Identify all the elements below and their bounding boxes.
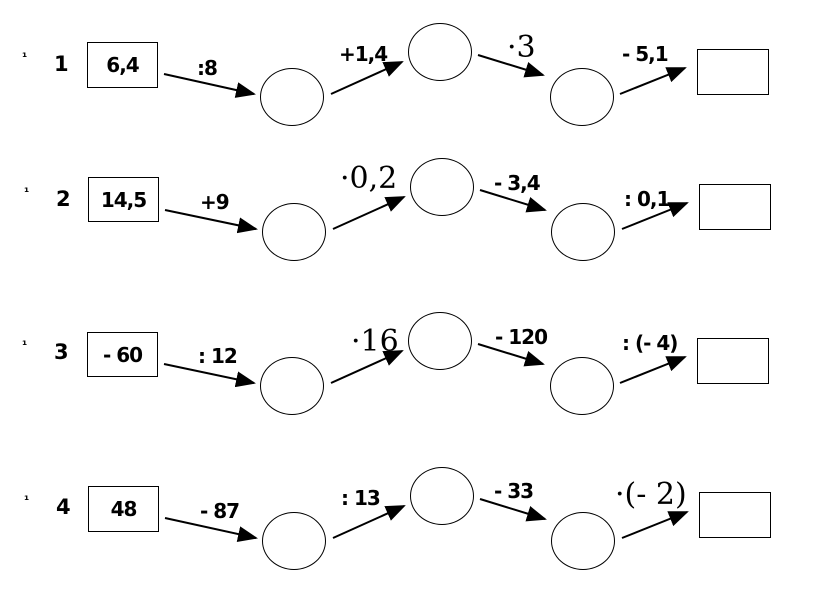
intermediate-circle-2[interactable] <box>408 23 472 81</box>
arrow-1 <box>164 209 258 234</box>
exercise-number: 3 <box>54 340 69 364</box>
bullet-marker: ¹ <box>24 185 30 199</box>
intermediate-circle-1[interactable] <box>262 203 326 261</box>
chain-4: ¹ 4 48 - 87 : 13 - 33 ·(- 2) <box>0 465 816 585</box>
intermediate-circle-3[interactable] <box>551 512 615 570</box>
arrow-2 <box>332 505 406 539</box>
start-value-box: 6,4 <box>87 42 158 88</box>
arrow-4 <box>621 511 689 539</box>
exercise-number: 4 <box>56 495 71 519</box>
exercise-number: 2 <box>56 187 71 211</box>
intermediate-circle-3[interactable] <box>550 357 614 415</box>
intermediate-circle-1[interactable] <box>260 68 324 126</box>
arrows <box>163 343 687 388</box>
arrow-1 <box>164 517 258 542</box>
exercise-number: 1 <box>54 52 69 76</box>
arrow-4 <box>621 202 689 230</box>
intermediate-circle-2[interactable] <box>410 467 474 525</box>
arrow-3 <box>477 343 545 367</box>
operation-label-4: : 0,1 <box>624 187 670 211</box>
operation-label-2: +1,4 <box>339 42 388 66</box>
arrow-3 <box>479 189 547 213</box>
arrows <box>164 189 689 234</box>
arrow-3 <box>477 54 545 78</box>
start-value-box: 14,5 <box>88 177 159 222</box>
operation-label-1: - 87 <box>200 499 240 523</box>
result-box[interactable] <box>699 492 771 538</box>
arrow-2 <box>332 196 406 230</box>
result-box[interactable] <box>697 49 769 95</box>
bullet-marker: ¹ <box>24 493 30 507</box>
start-value-box: 48 <box>88 486 159 532</box>
intermediate-circle-2[interactable] <box>408 312 472 370</box>
arrow-1 <box>163 363 256 388</box>
operation-label-2: ·0,2 <box>340 161 398 196</box>
operation-label-2: ·16 <box>351 324 399 359</box>
operation-label-4: - 5,1 <box>622 42 669 66</box>
arrows <box>164 498 689 542</box>
result-box[interactable] <box>699 184 771 230</box>
arrow-2 <box>330 350 404 384</box>
arrow-2 <box>330 61 404 95</box>
operation-label-3: - 33 <box>494 479 534 503</box>
operation-label-1: :8 <box>197 56 218 80</box>
intermediate-circle-3[interactable] <box>550 68 614 126</box>
intermediate-circle-1[interactable] <box>260 357 324 415</box>
operation-label-3: ·3 <box>507 30 536 65</box>
arrow-1 <box>163 73 256 98</box>
arrow-4 <box>619 67 687 95</box>
operation-label-3: - 3,4 <box>494 171 541 195</box>
intermediate-circle-3[interactable] <box>551 203 615 261</box>
operation-label-1: +9 <box>200 190 230 214</box>
start-value-box: - 60 <box>87 332 158 377</box>
bullet-marker: ¹ <box>22 338 28 352</box>
arrow-3 <box>479 498 547 522</box>
arrows <box>163 54 687 98</box>
chain-3: ¹ 3 - 60 : 12 ·16 - 120 : (- 4) <box>0 310 816 430</box>
operation-label-4: ·(- 2) <box>615 477 687 512</box>
bullet-marker: ¹ <box>22 50 28 64</box>
operation-label-2: : 13 <box>341 486 381 510</box>
intermediate-circle-2[interactable] <box>410 158 474 216</box>
arrow-4 <box>619 356 687 384</box>
operation-label-4: : (- 4) <box>622 331 678 355</box>
chain-2: ¹ 2 14,5 +9 ·0,2 - 3,4 : 0,1 <box>0 155 816 275</box>
intermediate-circle-1[interactable] <box>262 512 326 570</box>
result-box[interactable] <box>697 338 769 384</box>
operation-label-3: - 120 <box>495 325 548 349</box>
operation-label-1: : 12 <box>198 344 238 368</box>
chain-1: ¹ 1 6,4 :8 +1,4 ·3 - 5,1 <box>0 20 816 140</box>
